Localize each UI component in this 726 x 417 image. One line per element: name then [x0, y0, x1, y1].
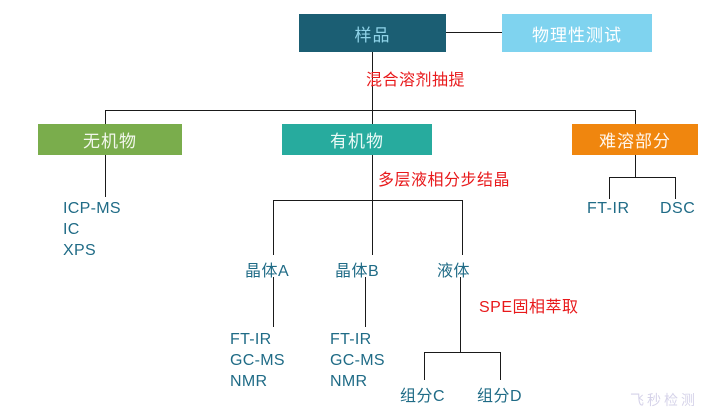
node-crystal-b[interactable]: 晶体B — [335, 263, 380, 280]
connector-insoluble-to-ftir — [609, 177, 610, 199]
connector-bus-to-organic — [372, 110, 373, 124]
leaf-inorganic-methods: ICP-MS IC XPS — [63, 200, 121, 259]
node-component-c[interactable]: 组分C — [400, 388, 446, 405]
node-physical-test[interactable]: 物理性测试 — [502, 14, 652, 52]
node-sample[interactable]: 样品 — [299, 14, 446, 52]
connector-bus-to-insoluble — [635, 110, 636, 124]
connector-insoluble-bus — [609, 177, 675, 178]
leaf-crystal-a-methods: FT-IR GC-MS NMR — [230, 331, 285, 390]
connector-inorganic-down — [105, 155, 106, 197]
node-crystal-a[interactable]: 晶体A — [245, 263, 290, 280]
connector-organic-down — [372, 155, 373, 200]
node-insoluble[interactable]: 难溶部分 — [572, 124, 698, 155]
connector-to-crystal-b — [372, 200, 373, 255]
node-liquid[interactable]: 液体 — [437, 263, 471, 280]
connector-level2-bus — [105, 110, 635, 111]
leaf-ftir-insoluble: FT-IR — [587, 200, 630, 217]
connector-sample-down — [372, 52, 373, 110]
connector-to-component-c — [424, 352, 425, 380]
connector-to-liquid — [462, 200, 463, 255]
connector-liquid-down — [460, 277, 461, 352]
connector-bus-to-inorganic — [105, 110, 106, 124]
connector-insoluble-to-dsc — [675, 177, 676, 199]
connector-insoluble-down — [635, 155, 636, 177]
node-component-d[interactable]: 组分D — [477, 388, 523, 405]
connector-liquid-bus — [424, 352, 500, 353]
node-organic[interactable]: 有机物 — [282, 124, 432, 155]
connector-to-crystal-a — [273, 200, 274, 255]
connector-organic-bus — [273, 200, 462, 201]
annotation-spe: SPE固相萃取 — [479, 299, 579, 316]
connector-to-component-d — [500, 352, 501, 380]
annotation-crystallization: 多层液相分步结晶 — [378, 172, 511, 189]
connector-sample-to-physical — [446, 32, 502, 33]
annotation-extraction: 混合溶剂抽提 — [366, 72, 466, 89]
leaf-dsc: DSC — [660, 200, 696, 217]
connector-crystal-a-down — [273, 277, 274, 327]
connector-crystal-b-down — [365, 277, 366, 327]
node-inorganic[interactable]: 无机物 — [38, 124, 182, 155]
leaf-crystal-b-methods: FT-IR GC-MS NMR — [330, 331, 385, 390]
watermark: 飞秒检测 — [630, 392, 698, 408]
